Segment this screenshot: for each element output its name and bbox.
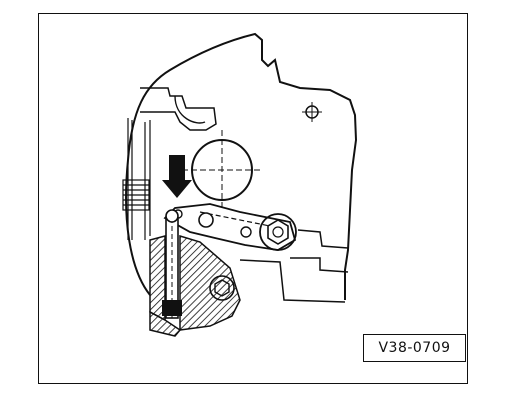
bolt-head-icon xyxy=(259,213,297,251)
hatched-section xyxy=(149,234,241,337)
right-contour xyxy=(239,229,349,303)
threaded-stud xyxy=(122,179,150,211)
figure-reference-label: V38-0709 xyxy=(363,334,466,362)
guide-rod xyxy=(162,209,182,319)
figure-frame xyxy=(38,13,468,384)
housing-outline xyxy=(125,32,358,300)
crosshair-icon xyxy=(182,130,262,210)
mounting-hole xyxy=(302,102,322,122)
down-arrow-icon xyxy=(162,155,192,198)
upper-contour xyxy=(140,87,217,131)
lever-arm xyxy=(163,203,297,251)
